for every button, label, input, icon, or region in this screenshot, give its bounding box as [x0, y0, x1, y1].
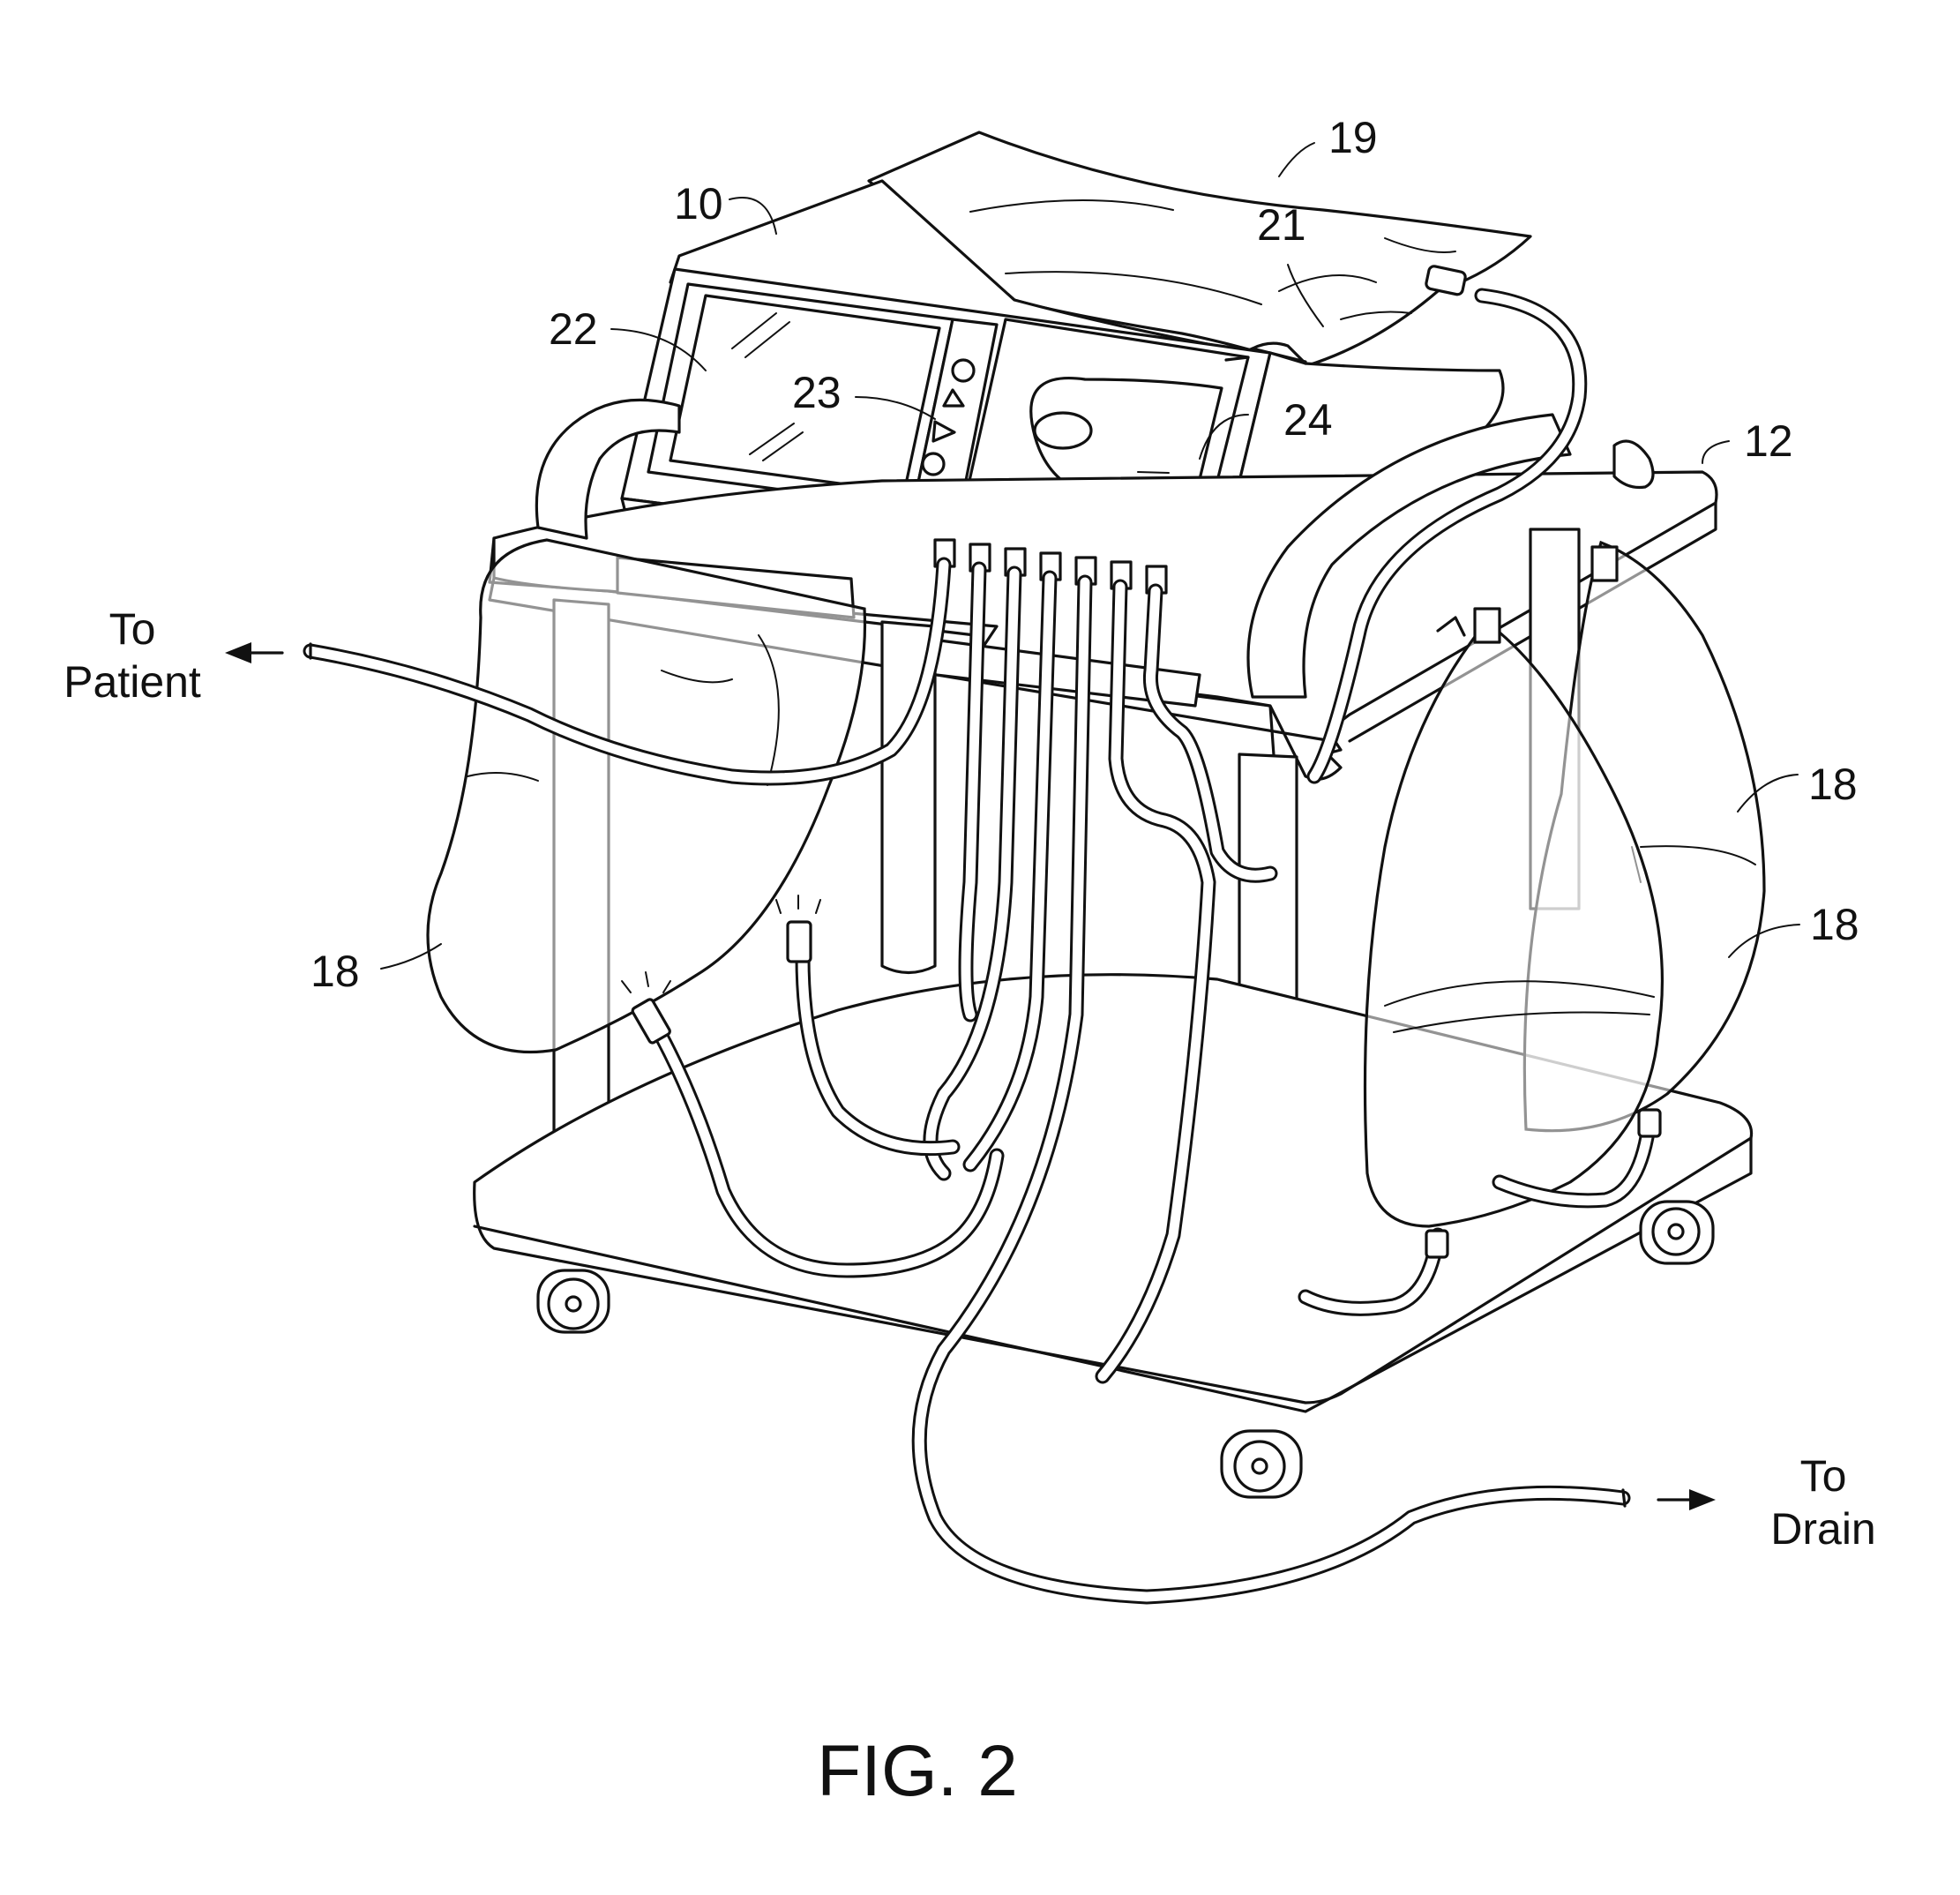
label-10: 10 [674, 179, 723, 228]
wheel [1220, 1429, 1303, 1499]
cart-wheels [536, 1200, 1715, 1499]
to-patient-label-line-2: Patient [64, 657, 201, 707]
flow-labels: To Patient To Drain [64, 604, 1876, 1554]
bag-right-front [1363, 607, 1665, 1228]
label-18-left: 18 [310, 947, 360, 996]
to-patient-arrow [225, 642, 284, 663]
label-24: 24 [1283, 395, 1333, 445]
label-19: 19 [1328, 113, 1378, 162]
cart-handles [535, 398, 1655, 699]
top-bag-port [1425, 265, 1467, 296]
to-drain-arrow [1657, 1489, 1716, 1510]
label-18-right-back: 18 [1808, 760, 1858, 809]
figure-caption: FIG. 2 [817, 1731, 1018, 1811]
top-bag [867, 131, 1532, 368]
label-21: 21 [1257, 200, 1306, 250]
label-18-right-front: 18 [1810, 900, 1859, 949]
tube-connector-block [933, 538, 1168, 595]
triangle-up-button-icon[interactable] [942, 388, 965, 408]
label-22: 22 [549, 304, 598, 354]
wheel [536, 1269, 610, 1334]
reference-labels: 10 19 21 22 23 24 12 18 18 18 [310, 113, 1859, 996]
label-23: 23 [792, 368, 842, 417]
wheel [1639, 1200, 1715, 1265]
to-patient-label-line-1: To [109, 604, 156, 654]
leader-lines [380, 142, 1800, 970]
to-drain-label-line-2: Drain [1770, 1504, 1875, 1554]
circle-button-icon[interactable] [951, 358, 976, 383]
label-12: 12 [1744, 416, 1793, 466]
triangle-right-button-icon[interactable] [931, 420, 956, 443]
circle-button-icon[interactable] [921, 452, 946, 476]
to-drain-label-line-1: To [1800, 1451, 1847, 1501]
tubing [303, 288, 1662, 1605]
